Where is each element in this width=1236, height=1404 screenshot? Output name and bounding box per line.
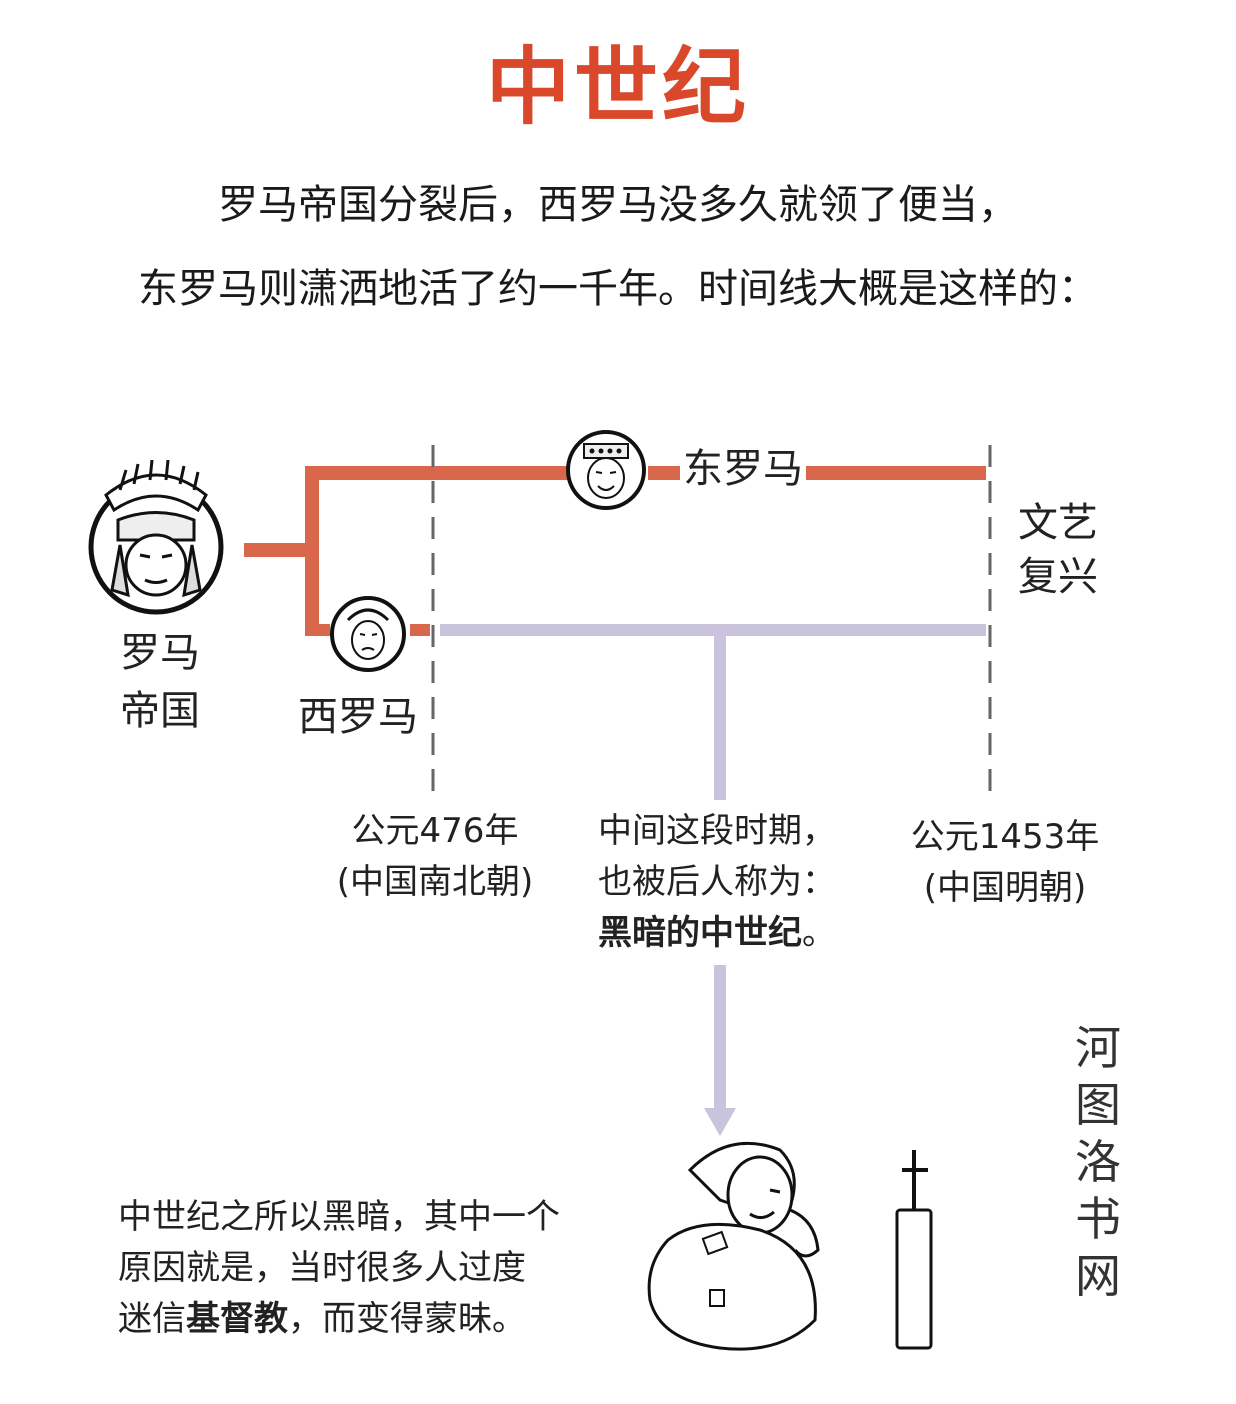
watermark-char-3: 洛 [1075, 1135, 1121, 1189]
praying-monk-illustration [647, 1141, 820, 1351]
dark-ages-note: 中间这段时期， 也被后人称为： 黑暗的中世纪。 [598, 806, 836, 959]
bottom-explanation-pre: 迷信 [118, 1299, 186, 1339]
watermark-char-4: 书 [1075, 1192, 1121, 1246]
roman-soldier-icon [88, 459, 224, 615]
watermark-char-1: 河 [1075, 1021, 1121, 1075]
bottom-explanation-line3: 迷信基督教，而变得蒙昧。 [118, 1294, 560, 1345]
intro-line-2: 东罗马则潇洒地活了约一千年。时间线大概是这样的： [138, 266, 1098, 312]
end-date-year: 公元1453年 [910, 817, 1100, 857]
western-rome-emperor-icon [330, 596, 406, 672]
roman-empire-label: 罗马 帝国 [100, 624, 220, 740]
start-date-dynasty: (中国南北朝) [336, 862, 534, 902]
page-title: 中世纪 [485, 38, 750, 136]
bottom-explanation-line2: 原因就是，当时很多人过度 [118, 1248, 526, 1288]
watermark-char-2: 图 [1075, 1078, 1121, 1132]
dark-ages-emphasis: 黑暗的中世纪 [598, 913, 802, 953]
roman-empire-label-line2: 帝国 [120, 688, 200, 734]
bottom-explanation-line1: 中世纪之所以黑暗，其中一个 [118, 1197, 560, 1237]
bottom-explanation-post: ，而变得蒙昧。 [288, 1299, 526, 1339]
western-rome-label: 西罗马 [298, 694, 418, 740]
dark-ages-note-line1: 中间这段时期， [598, 811, 836, 851]
bottom-explanation: 中世纪之所以黑暗，其中一个 原因就是，当时很多人过度 迷信基督教，而变得蒙昧。 [118, 1192, 560, 1345]
candle-cross-illustration [895, 1150, 933, 1350]
intro-line-1: 罗马帝国分裂后，西罗马没多久就领了便当， [218, 182, 1018, 228]
dark-ages-note-line3: 黑暗的中世纪。 [598, 908, 836, 959]
end-date-label: 公元1453年 (中国明朝) [885, 812, 1125, 914]
watermark-char-5: 网 [1075, 1249, 1121, 1303]
roman-empire-label-line1: 罗马 [120, 630, 200, 676]
start-date-year: 公元476年 [351, 811, 519, 851]
eastern-rome-emperor-icon [566, 430, 646, 510]
start-date-label: 公元476年 (中国南北朝) [300, 806, 570, 908]
renaissance-label-line1: 文艺 [1018, 500, 1098, 546]
dark-ages-note-line2: 也被后人称为： [598, 862, 836, 902]
dark-ages-suffix: 。 [802, 913, 836, 953]
dark-ages-arrowhead [704, 1108, 736, 1136]
eastern-rome-label: 东罗马 [683, 446, 803, 492]
watermark: 河 图 洛 书 网 [1070, 1020, 1126, 1305]
renaissance-label: 文艺 复兴 [1018, 496, 1098, 604]
bottom-explanation-bold: 基督教 [186, 1299, 288, 1339]
end-date-dynasty: (中国明朝) [923, 868, 1087, 908]
renaissance-label-line2: 复兴 [1018, 554, 1098, 600]
